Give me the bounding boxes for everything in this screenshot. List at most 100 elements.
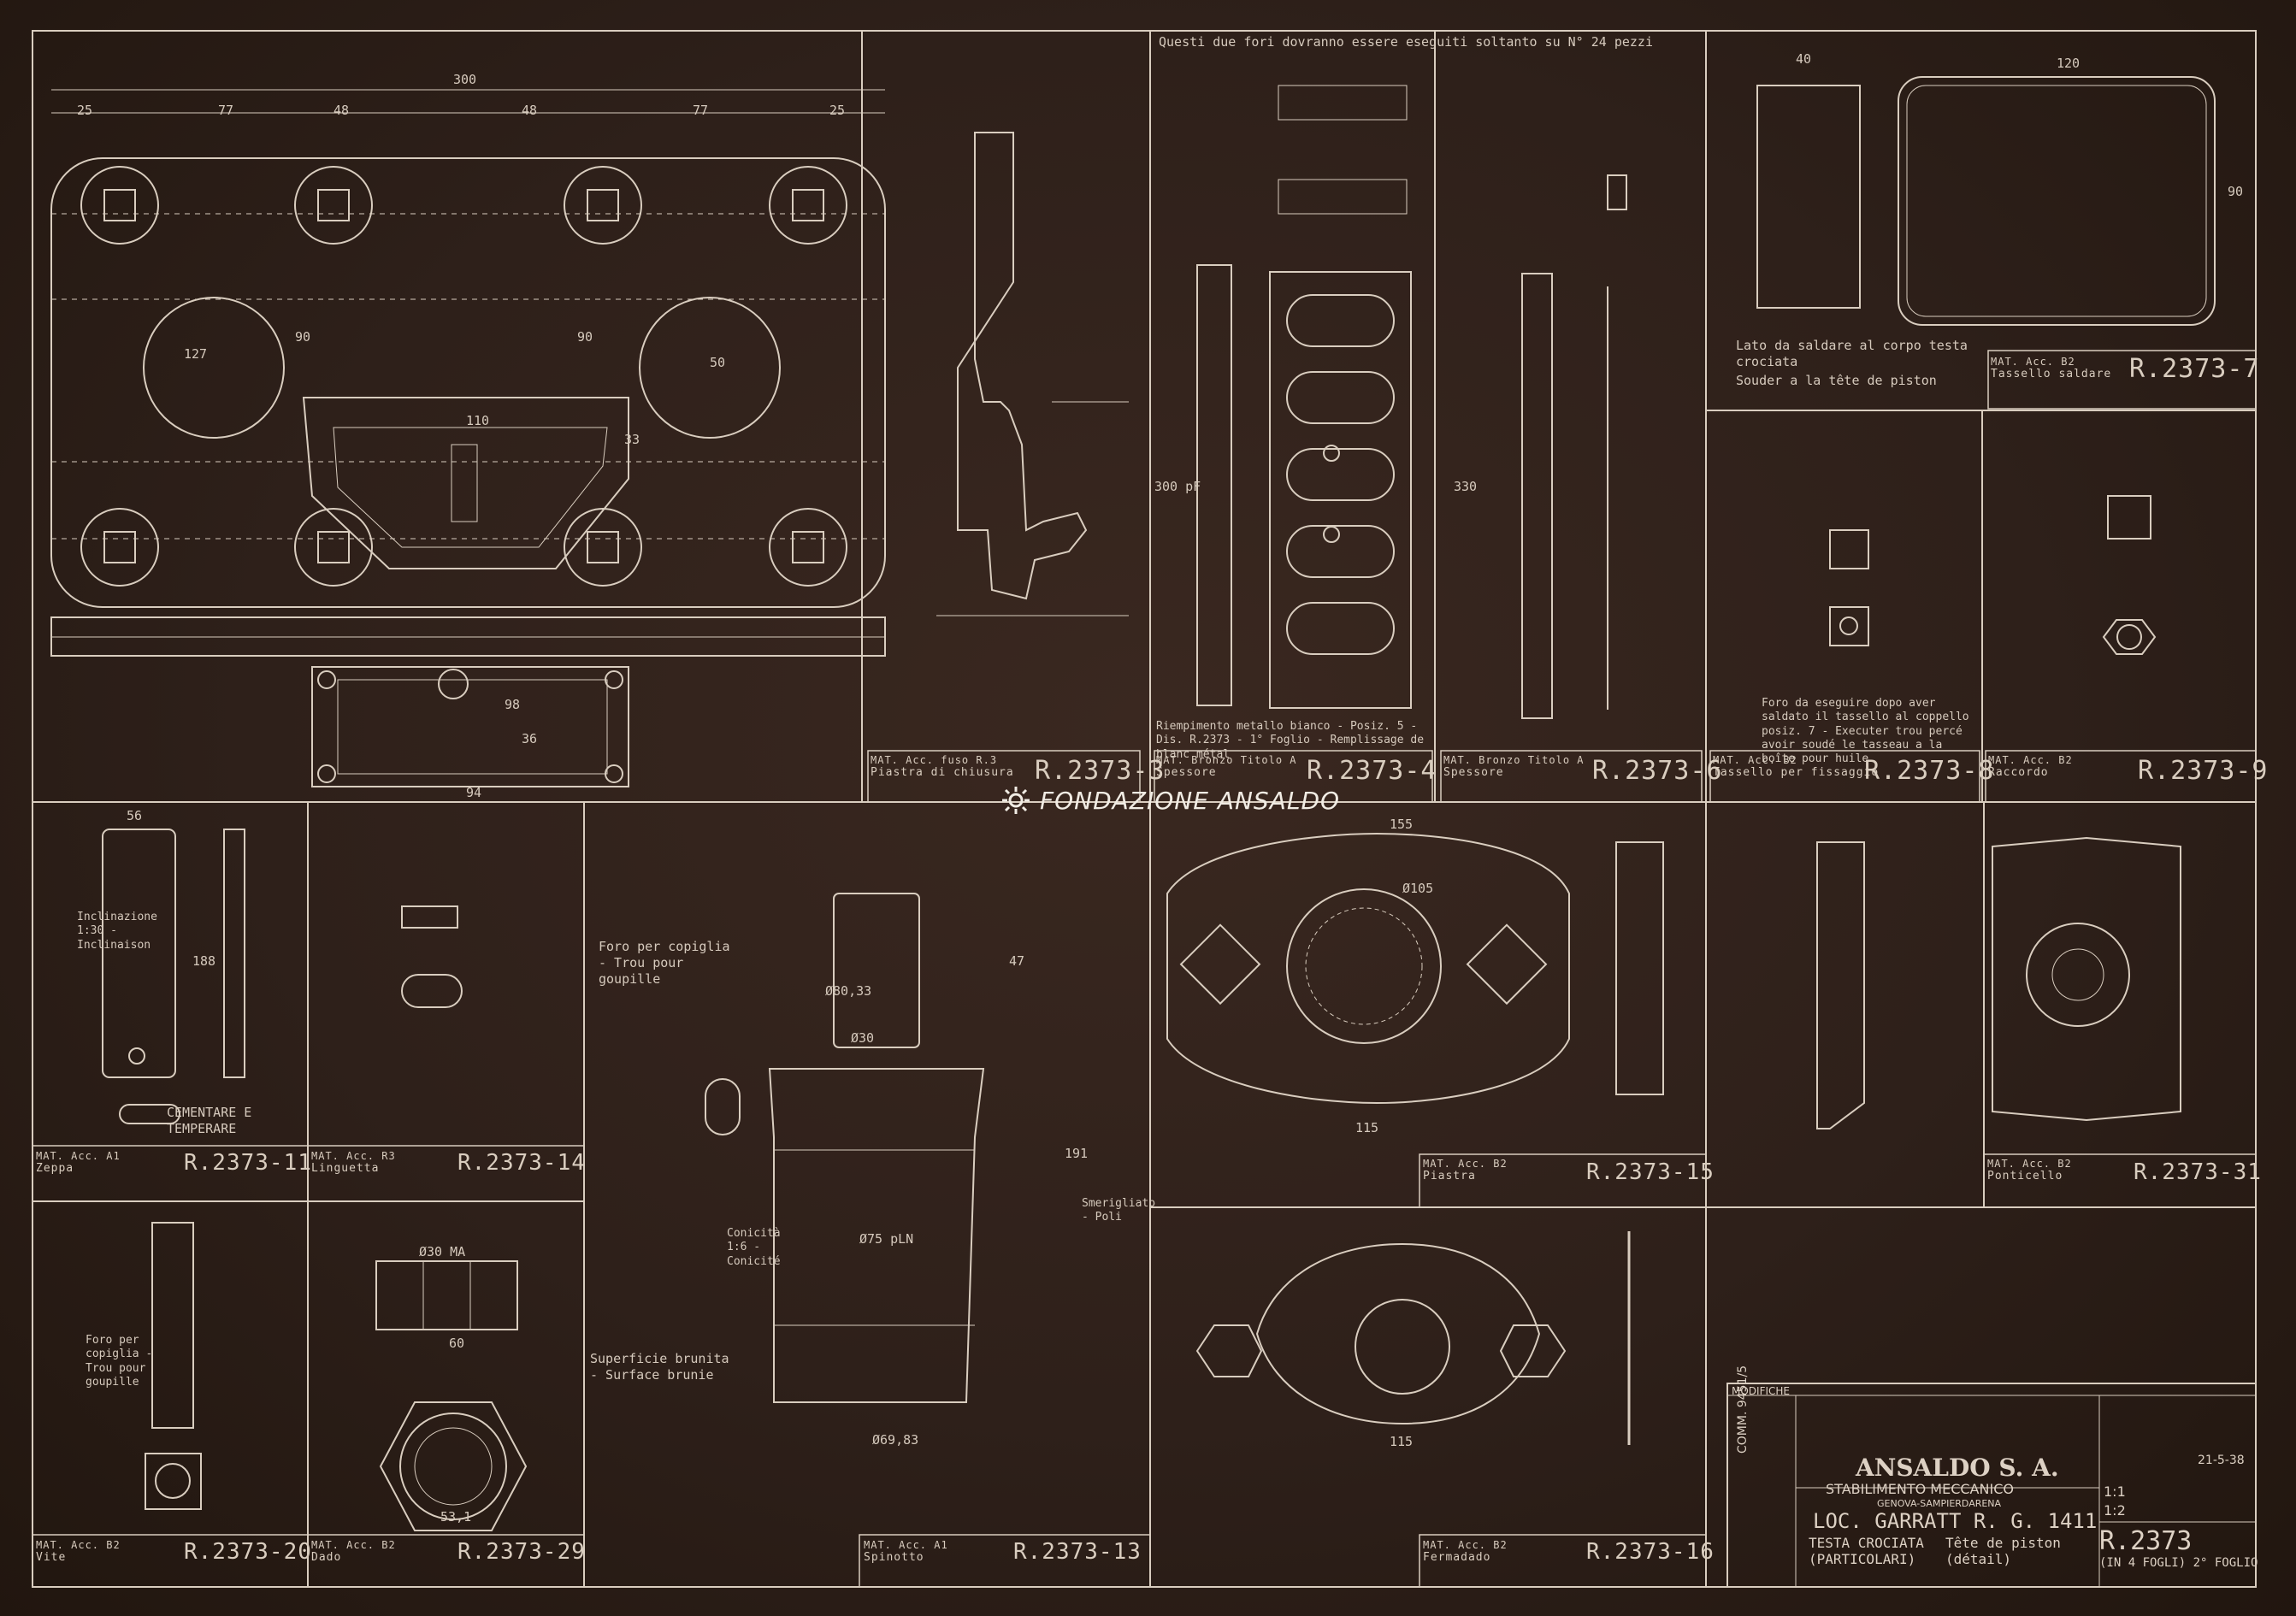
panel-7-name: Tassello saldare	[1991, 368, 2112, 380]
dim-115a: 115	[1355, 1120, 1379, 1135]
dim-90c: 90	[2228, 184, 2244, 199]
panel-11-ref: R.2373-11	[184, 1150, 312, 1176]
panel-31-material: MAT. Acc. B2	[1987, 1158, 2072, 1170]
panel-8-ref: R.2373-8	[1864, 756, 1995, 786]
locomotive-title: LOC. GARRATT R. G. 1411	[1813, 1509, 2098, 1533]
part-title-fr: Tête de piston (détail)	[1945, 1535, 2061, 1567]
dim-33: 33	[624, 432, 640, 447]
panel-4-material: MAT. Bronzo Titolo A	[1156, 754, 1297, 766]
dim-127: 127	[184, 346, 208, 362]
panel-16-material: MAT. Acc. B2	[1423, 1539, 1508, 1551]
dim-30: Ø30	[851, 1030, 875, 1046]
dim-25b: 25	[829, 103, 846, 118]
dim-188: 188	[192, 953, 216, 969]
watermark-text: FONDAZIONE ANSALDO	[1040, 786, 1341, 815]
drawing-date: 21-5-38	[2198, 1454, 2245, 1467]
panel-14-name: Linguetta	[311, 1162, 380, 1175]
dim-120: 120	[2057, 56, 2081, 71]
panel-14-title: MAT. Acc. R3 Linguetta	[311, 1150, 396, 1175]
dim-56: 56	[127, 808, 143, 823]
panel-14-ref: R.2373-14	[457, 1150, 586, 1176]
dim-300pf: 300 pF	[1154, 479, 1201, 494]
inclination-note: Inclinazione 1:30 - Inclinaison	[77, 911, 157, 952]
scale-2: 1:2	[2104, 1502, 2126, 1519]
panel-8-name: Tassello per fissaggio	[1713, 766, 1880, 779]
dim-105: Ø105	[1402, 881, 1434, 896]
panel-4-name: Spessore	[1156, 766, 1217, 779]
panel-8-material: MAT. Acc. B2	[1713, 754, 1797, 766]
panel-15-ref: R.2373-15	[1586, 1159, 1715, 1185]
dim-50: 50	[710, 355, 726, 370]
panel-7-material: MAT. Acc. B2	[1991, 356, 2075, 368]
cotter-hole-note: Foro per copiglia - Trou pour goupille	[599, 939, 730, 987]
dim-77b: 77	[693, 103, 709, 118]
panel-13-title: MAT. Acc. A1 Spinotto	[864, 1539, 948, 1564]
panel-9-title: MAT. Acc. B2 Raccordo	[1988, 754, 2073, 779]
dim-25a: 25	[77, 103, 93, 118]
panel-4-title: MAT. Bronzo Titolo A Spessore	[1156, 754, 1297, 779]
panel-29-ref: R.2373-29	[457, 1539, 586, 1565]
panel-16-title: MAT. Acc. B2 Fermadado	[1423, 1539, 1508, 1564]
panel-16-name: Fermadado	[1423, 1551, 1491, 1564]
dim-40: 40	[1796, 51, 1812, 67]
company-division: STABILIMENTO MECCANICO	[1826, 1481, 2014, 1497]
panel-6-title: MAT. Bronzo Titolo A Spessore	[1443, 754, 1585, 779]
dim-60: 60	[449, 1336, 465, 1351]
weld-side-note: Lato da saldare al corpo testa crociata	[1736, 338, 1968, 369]
dim-110: 110	[466, 413, 490, 428]
dim-48a: 48	[333, 103, 350, 118]
panel-9-ref: R.2373-9	[2138, 756, 2269, 786]
panel-11-name: Zeppa	[36, 1162, 74, 1175]
dim-6983: Ø69,83	[872, 1432, 919, 1448]
dim-115b: 115	[1390, 1434, 1414, 1449]
panel-7-title: MAT. Acc. B2 Tassello saldare	[1991, 356, 2111, 380]
panel-3-title: MAT. Acc. fuso R.3 Piastra di chiusura	[871, 754, 1014, 779]
dim-300: 300	[453, 72, 477, 87]
dim-155: 155	[1390, 817, 1414, 832]
panel-29-name: Dado	[311, 1551, 342, 1564]
panel-20-title: MAT. Acc. B2 Vite	[36, 1539, 121, 1564]
panel-4-ref: R.2373-4	[1307, 756, 1437, 786]
dim-48b: 48	[522, 103, 538, 118]
panel-29-title: MAT. Acc. B2 Dado	[311, 1539, 396, 1564]
dim-36: 36	[522, 731, 538, 746]
drawing-number: R.2373	[2099, 1526, 2193, 1556]
panel-13-name: Spinotto	[864, 1551, 924, 1564]
panel-15-name: Piastra	[1423, 1170, 1476, 1183]
panel-11-title: MAT. Acc. A1 Zeppa	[36, 1150, 121, 1175]
panel-6-material: MAT. Bronzo Titolo A	[1443, 754, 1585, 766]
panel-29-material: MAT. Acc. B2	[311, 1539, 396, 1551]
dim-30ma: Ø30 MA	[419, 1244, 466, 1259]
panel-31-name: Ponticello	[1987, 1170, 2063, 1183]
panel-15-title: MAT. Acc. B2 Piastra	[1423, 1158, 1508, 1183]
company-name: ANSALDO S. A.	[1856, 1454, 2059, 1482]
scale-1: 1:1	[2104, 1483, 2126, 1500]
cotter-hole-note-2: Foro per copiglia - Trou pour goupille	[86, 1334, 153, 1389]
panel-15-material: MAT. Acc. B2	[1423, 1158, 1508, 1170]
part-title-it: TESTA CROCIATA (PARTICOLARI)	[1809, 1535, 1924, 1567]
panel-16-ref: R.2373-16	[1586, 1539, 1715, 1565]
holes-note: Questi due fori dovranno essere eseguiti…	[1159, 34, 1653, 50]
modifiche-label: MODIFICHE	[1732, 1385, 1791, 1397]
dim-75: Ø75 pLN	[859, 1231, 914, 1247]
panel-3-name: Piastra di chiusura	[871, 766, 1014, 779]
ground-note: Smerigliato - Poli	[1082, 1197, 1156, 1224]
panel-13-ref: R.2373-13	[1013, 1539, 1142, 1565]
panel-31-ref: R.2373-31	[2134, 1159, 2262, 1185]
commission-number: COMM. 9451/5	[1736, 1365, 1750, 1454]
panel-7-ref: R.2373-7	[2129, 354, 2260, 384]
dim-330: 330	[1454, 479, 1478, 494]
dim-98: 98	[505, 697, 521, 712]
panel-11-material: MAT. Acc. A1	[36, 1150, 121, 1162]
panel-14-material: MAT. Acc. R3	[311, 1150, 396, 1162]
dim-94: 94	[466, 785, 482, 800]
sheet-count: (IN 4 FOGLI) 2° FOGLIO	[2099, 1556, 2258, 1570]
taper-note: Conicità 1:6 - Conicité	[727, 1227, 781, 1268]
panel-9-name: Raccordo	[1988, 766, 2049, 779]
souder-note: Souder a la tête de piston	[1736, 373, 1937, 388]
panel-31-title: MAT. Acc. B2 Ponticello	[1987, 1158, 2072, 1183]
panel-9-material: MAT. Acc. B2	[1988, 754, 2073, 766]
dim-191: 191	[1065, 1146, 1089, 1161]
